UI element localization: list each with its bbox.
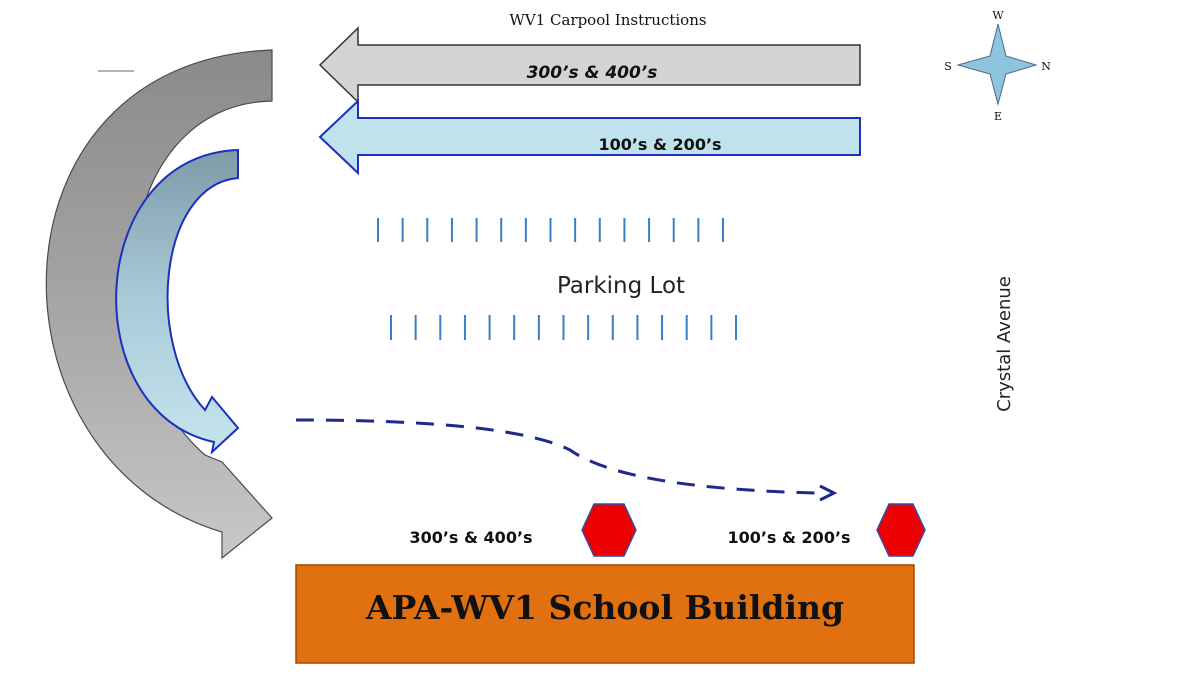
compass: W E S N — [944, 9, 1051, 123]
school-building — [295, 564, 915, 664]
stop-label-left: 300’s & 400’s — [409, 528, 532, 547]
blue-uturn-arrow — [115, 148, 240, 455]
street-label: Crystal Avenue — [994, 276, 1015, 412]
school-building-label: APA-WV1 School Building — [365, 588, 844, 627]
compass-west: W — [992, 9, 1004, 22]
compass-star-icon — [956, 23, 1038, 106]
parking-stalls-top-row — [377, 218, 724, 242]
drive-path-arrowhead-icon — [819, 484, 838, 502]
lower-lane-arrow — [318, 98, 861, 176]
parking-stalls-bottom-row — [390, 315, 737, 340]
stop-sign-left-icon — [581, 503, 637, 557]
diagram-title: WV1 Carpool Instructions — [509, 11, 706, 29]
gray-uturn-arrow — [45, 49, 273, 560]
upper-lane-label: 300’s & 400’s — [527, 63, 658, 83]
compass-east: E — [994, 110, 1002, 123]
compass-south: S — [944, 60, 952, 73]
compass-north: N — [1041, 60, 1051, 73]
upper-lane-arrow — [318, 26, 861, 104]
lower-lane-label: 100’s & 200’s — [598, 135, 721, 154]
parking-lot-label: Parking Lot — [557, 273, 685, 299]
stop-label-right: 100’s & 200’s — [727, 528, 850, 547]
stop-sign-right-icon — [876, 503, 926, 557]
drive-path — [295, 418, 816, 495]
